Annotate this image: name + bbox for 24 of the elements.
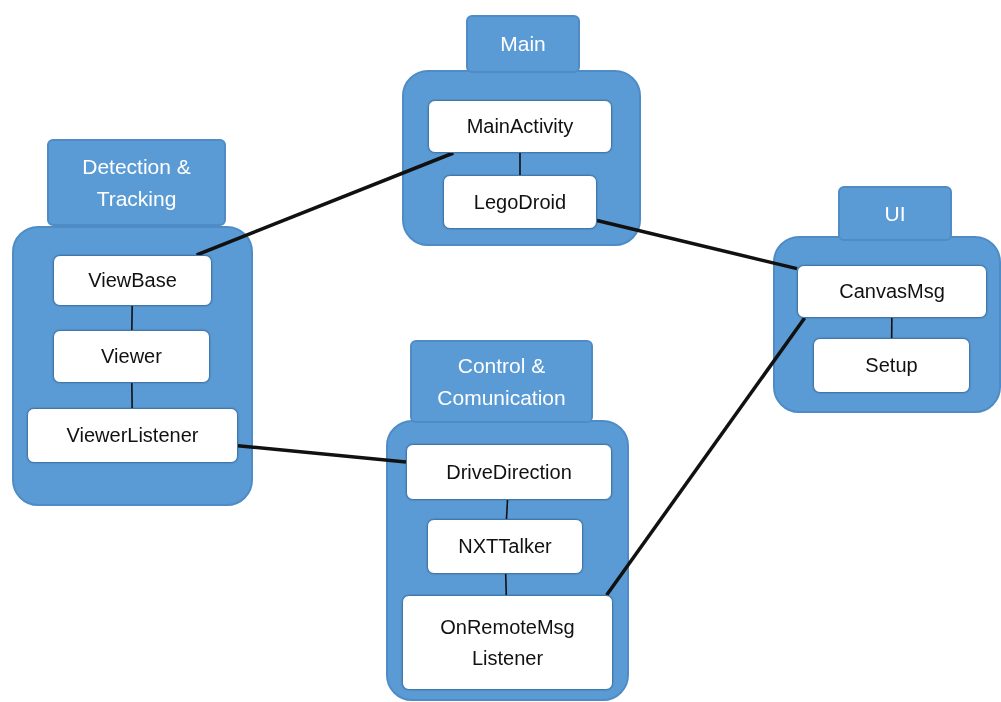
connector-line	[131, 305, 133, 331]
group-title: Main	[466, 15, 580, 73]
connector-line	[196, 151, 454, 257]
class-box: ViewBase	[53, 255, 212, 306]
connector-line	[505, 499, 509, 520]
group-title: Control & Comunication	[410, 340, 593, 423]
connector-line	[890, 317, 893, 339]
connector-line	[131, 382, 133, 409]
class-box: OnRemoteMsg Listener	[402, 595, 613, 690]
class-box: MainActivity	[428, 100, 612, 153]
class-box: ViewerListener	[27, 408, 238, 463]
class-box: LegoDroid	[443, 175, 597, 229]
class-box: Viewer	[53, 330, 210, 383]
class-box: NXTTalker	[427, 519, 583, 574]
connector-line	[596, 218, 798, 271]
connector-line	[605, 317, 807, 596]
connector-line	[504, 573, 508, 596]
class-box: CanvasMsg	[797, 265, 987, 318]
group-title: Detection & Tracking	[47, 139, 226, 226]
connector-line	[519, 152, 521, 176]
class-box: Setup	[813, 338, 970, 393]
connector-line	[237, 444, 407, 464]
class-box: DriveDirection	[406, 444, 612, 500]
group-title: UI	[838, 186, 952, 241]
